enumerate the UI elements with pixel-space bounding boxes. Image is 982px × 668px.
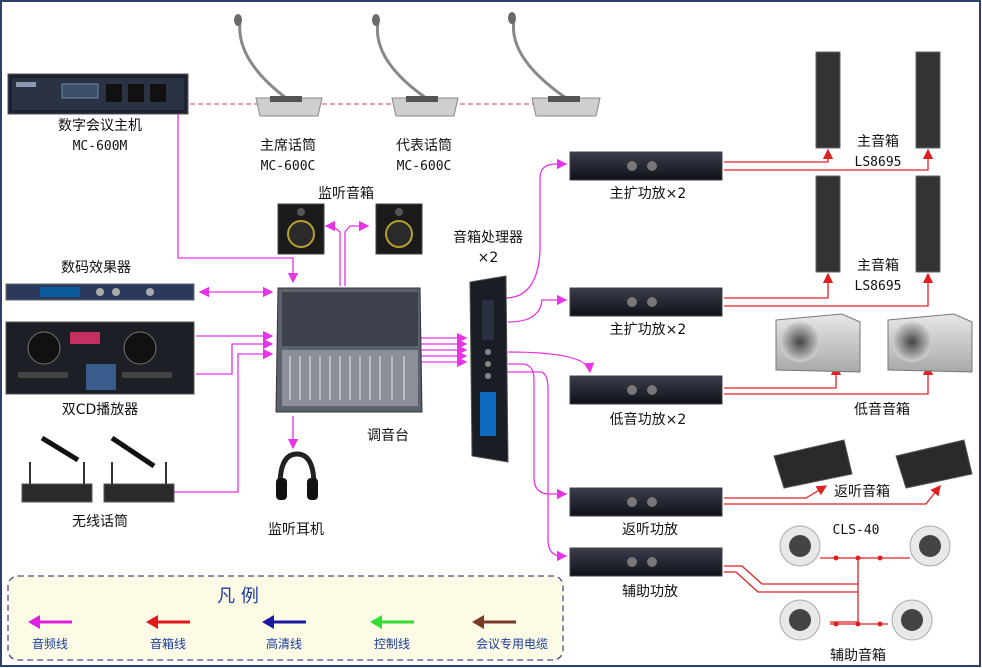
delegate-mic-icon: [372, 14, 459, 117]
amp-sub-icon: [569, 375, 723, 405]
main-speaker-1-label: 主音箱: [857, 133, 899, 150]
legend-title: 凡 例: [217, 586, 259, 607]
amp-aux-icon: [569, 547, 723, 577]
effects-unit-icon: [5, 283, 195, 301]
legend-label: 音频线: [32, 636, 68, 651]
host-unit-icon: [7, 73, 189, 115]
mixer-label: 调音台: [367, 427, 409, 444]
delegate-mic-2-icon: [508, 12, 601, 117]
chair-mic-icon: [234, 14, 323, 117]
amp-main-2-label: 主扩功放×2: [610, 322, 687, 338]
legend-item: 高清线: [262, 615, 306, 651]
processor-label: 音箱处理器: [453, 229, 523, 246]
chair-mic-label: 主席话筒: [260, 137, 316, 154]
legend-item: 音箱线: [146, 615, 190, 651]
wedge-monitor-icon: [773, 439, 973, 489]
amp-return-icon: [569, 487, 723, 517]
legend-label: 会议专用电缆: [476, 636, 548, 651]
headphones-icon: [276, 451, 318, 500]
mixer-icon: [275, 287, 423, 413]
line-mixer-monitor-l: [324, 220, 341, 286]
monitor-speaker-right-icon: [375, 203, 423, 255]
line-proc-amp-return: [508, 363, 568, 500]
line-proc-amp-main1: [504, 158, 568, 299]
legend-label: 控制线: [374, 637, 410, 651]
amp-main-1-icon: [569, 151, 723, 181]
ceiling-speaker-icon: [779, 525, 951, 641]
main-speaker-2-label: 主音箱: [857, 257, 899, 274]
monitor-speakers-label: 监听音箱: [318, 185, 374, 202]
line-proc-amp-sub: [507, 351, 595, 374]
return-speaker-label: 返听音箱: [834, 483, 890, 500]
legend-arrowhead: [370, 615, 382, 629]
amp-main-2-icon: [569, 287, 723, 317]
line-host-mixer: [177, 112, 299, 284]
effects-label: 数码效果器: [61, 260, 131, 276]
host-model-label: MC-600M: [73, 139, 128, 154]
main-speaker-2-model-label: LS8695: [855, 279, 902, 294]
subwoofer-icon: [775, 313, 973, 373]
line-proc-amp-main2: [507, 294, 568, 323]
legend-label: 高清线: [266, 636, 302, 651]
legend-arrowhead: [262, 615, 274, 629]
legend-arrowhead: [146, 615, 158, 629]
legend-arrowhead: [472, 615, 484, 629]
aux-speaker-label: 辅助音箱: [830, 647, 886, 664]
line-wireless-mixer: [172, 348, 274, 493]
ceiling-speaker-model-label: CLS-40: [833, 523, 880, 538]
column-speaker-icon: [815, 51, 941, 273]
delegate-mic-model-label: MC-600C: [397, 159, 452, 174]
amp-sub-label: 低音功放×2: [610, 411, 687, 428]
legend-arrowhead: [28, 615, 40, 629]
line-mixer-monitor-r: [344, 220, 370, 286]
wireless-mic-icon: [21, 435, 175, 503]
speaker-junctions: [833, 555, 883, 627]
amp-return-label: 返听功放: [622, 522, 678, 538]
processor-qty-label: ×2: [478, 250, 499, 266]
monitor-speaker-left-icon: [277, 203, 325, 255]
host-label: 数字会议主机: [58, 118, 142, 134]
processor-icon: [469, 275, 509, 463]
line-proc-amp-aux: [505, 371, 568, 562]
main-speaker-1-model-label: LS8695: [855, 155, 902, 170]
legend-label: 音箱线: [150, 636, 186, 651]
headphones-label: 监听耳机: [268, 522, 324, 538]
cd-player-label: 双CD播放器: [62, 402, 139, 418]
chair-mic-model-label: MC-600C: [261, 159, 316, 174]
line-cd-mixer-2: [196, 338, 274, 375]
legend-item: 会议专用电缆: [472, 615, 548, 651]
delegate-mic-label: 代表话筒: [396, 137, 452, 154]
legend-item: 控制线: [370, 615, 414, 651]
speaker-lines: [724, 148, 941, 625]
subwoofer-label: 低音音箱: [854, 401, 910, 418]
legend: 凡 例 音频线 音箱线 高清线 控制线 会议专用电缆: [7, 575, 564, 661]
audio-lines: [172, 112, 595, 562]
legend-item: 音频线: [28, 615, 72, 651]
wireless-mic-label: 无线话筒: [72, 513, 128, 530]
dual-cd-player-icon: [5, 321, 195, 395]
amp-aux-label: 辅助功放: [622, 584, 678, 600]
amp-main-1-label: 主扩功放×2: [610, 186, 687, 202]
